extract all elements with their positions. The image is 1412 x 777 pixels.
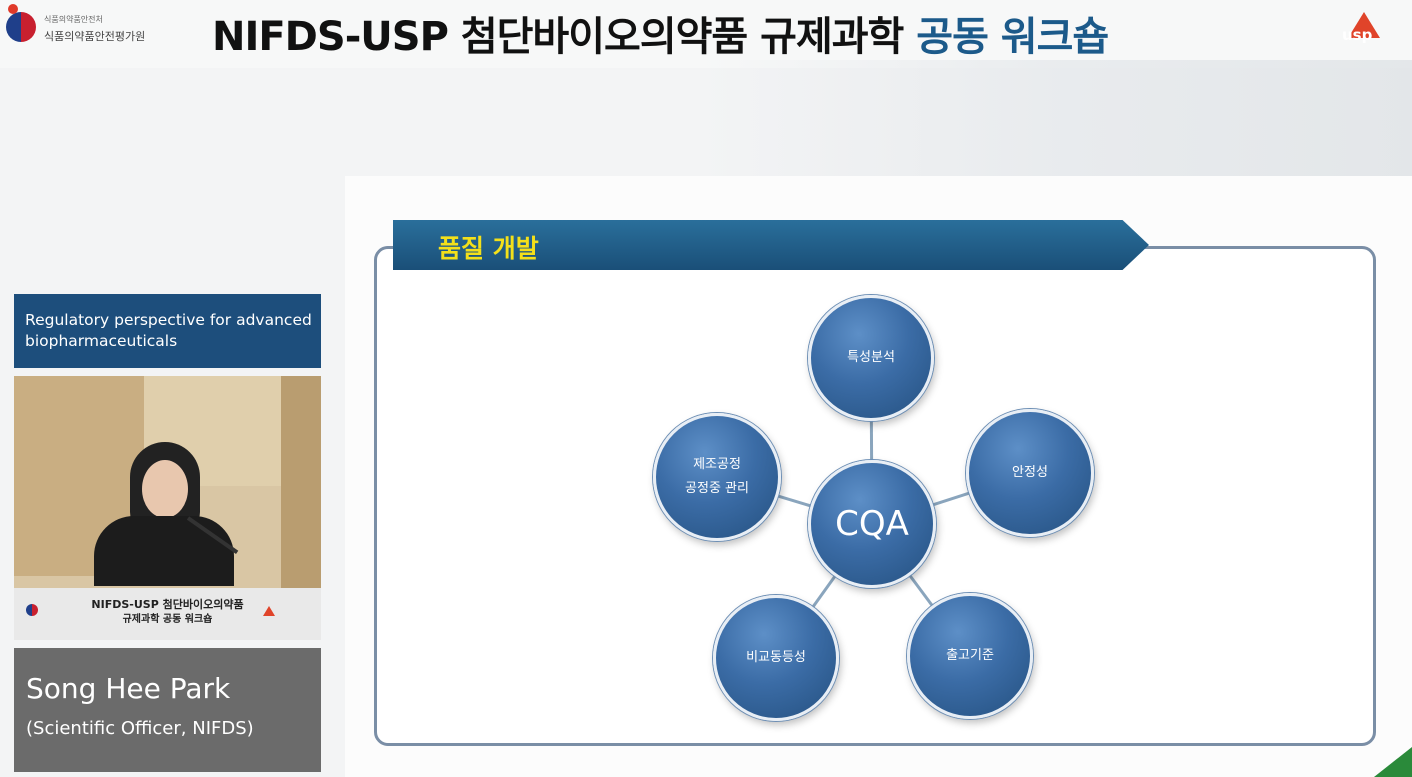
usp-logo-text: usp [1342, 26, 1373, 44]
speaker-role: (Scientific Officer, NIFDS) [26, 718, 254, 739]
title-main: NIFDS-USP 첨단바이오의약품 규제과학 [212, 14, 917, 60]
government-emblem-icon [6, 12, 36, 42]
node-release: 출고기준 [907, 593, 1033, 719]
talk-title-box: Regulatory perspective for advanced biop… [14, 294, 321, 368]
node-label: 제조공정 [693, 457, 741, 472]
slide-heading: 품질 개발 [438, 234, 539, 263]
banner-arrow-shape [393, 220, 1149, 270]
podium: NIFDS-USP 첨단바이오의약품 규제과학 공동 워크숍 [14, 588, 321, 640]
podium-emblem-icon [26, 604, 38, 616]
node-stability: 안정성 [966, 409, 1094, 537]
node-label: 비교동등성 [746, 650, 806, 665]
node-label: 안정성 [1012, 465, 1048, 480]
podium-text-1: NIFDS-USP 첨단바이오의약품 [91, 598, 244, 611]
page-title: NIFDS-USP 첨단바이오의약품 규제과학 공동 워크숍 [212, 4, 1109, 62]
speaker-body [94, 516, 234, 586]
node-process-control: 제조공정 공정중 관리 [653, 413, 781, 541]
org-name: 식품의약품안전평가원 [44, 30, 146, 43]
live-indicator-icon [8, 4, 18, 14]
speaker-face [142, 460, 188, 518]
node-label: 공정중 관리 [685, 481, 749, 496]
node-label: 출고기준 [946, 648, 994, 663]
node-label: 특성분석 [847, 350, 895, 365]
org-logo: 식품의약품안전처 식품의약품안전평가원 [6, 4, 166, 46]
usp-logo: usp [1330, 12, 1394, 48]
video-wall [281, 376, 321, 596]
speaker-name: Song Hee Park [26, 672, 231, 705]
slide-banner: 품질 개발 [393, 220, 1149, 270]
node-characterization: 특성분석 [808, 295, 934, 421]
node-comparability: 비교동등성 [713, 595, 839, 721]
usp-triangle-icon [1348, 12, 1380, 38]
header-bar: 식품의약품안전처 식품의약품안전평가원 NIFDS-USP 첨단바이오의약품 규… [0, 0, 1412, 68]
talk-title: Regulatory perspective for advanced biop… [25, 311, 312, 350]
org-parent-name: 식품의약품안전처 [44, 15, 103, 24]
speaker-video: NIFDS-USP 첨단바이오의약품 규제과학 공동 워크숍 [14, 376, 321, 640]
center-label: CQA [835, 504, 909, 544]
background-decoration [700, 60, 1412, 190]
node-cqa-center: CQA [808, 460, 936, 588]
speaker-name-box: Song Hee Park (Scientific Officer, NIFDS… [14, 648, 321, 772]
title-highlight: 공동 워크숍 [916, 14, 1109, 60]
podium-usp-icon [263, 606, 275, 616]
podium-text-2: 규제과학 공동 워크숍 [122, 614, 213, 625]
